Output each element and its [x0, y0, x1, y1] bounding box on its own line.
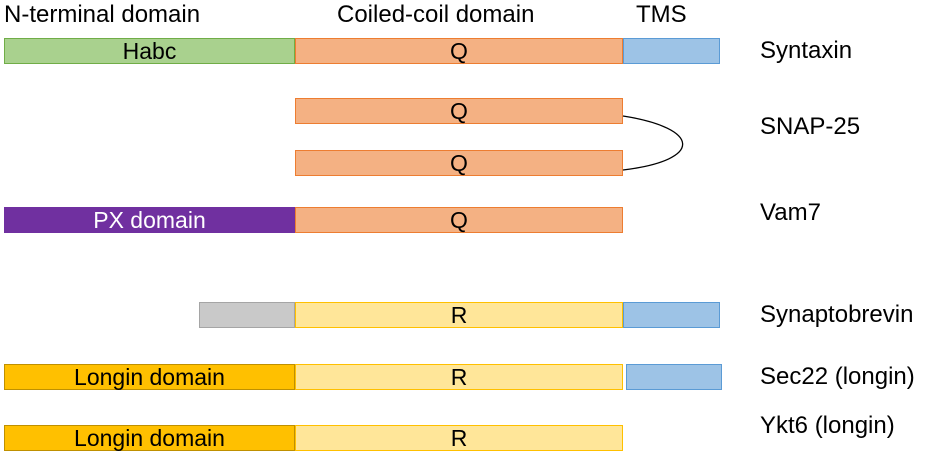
syntaxin-label: Syntaxin [760, 37, 853, 64]
syntaxin-coiled-coil: Q [295, 38, 623, 64]
sec22-label: Sec22 (longin) [760, 363, 915, 390]
sec22-longin-domain: Longin domain [4, 364, 295, 390]
vam7-coiled-coil: Q [295, 207, 623, 233]
vam7-label: Vam7 [760, 199, 821, 226]
snap25-coiled-coil-2: Q [295, 150, 623, 176]
ykt6-longin-domain: Longin domain [4, 425, 295, 451]
header-tms: TMS [636, 1, 687, 28]
header-coiled-coil-domain: Coiled-coil domain [337, 1, 535, 28]
sec22-tms [626, 364, 722, 390]
vam7-px-domain: PX domain [4, 207, 295, 233]
snap25-label: SNAP-25 [760, 113, 861, 140]
ykt6-coiled-coil: R [295, 425, 623, 451]
header-n-terminal-domain: N-terminal domain [4, 1, 201, 28]
synaptobrevin-label: Synaptobrevin [760, 301, 914, 328]
syntaxin-habc-domain: Habc [4, 38, 295, 64]
synaptobrevin-tms [623, 302, 720, 328]
sec22-coiled-coil: R [295, 364, 623, 390]
ykt6-label: Ykt6 (longin) [760, 412, 895, 439]
synaptobrevin-coiled-coil: R [295, 302, 623, 328]
syntaxin-tms [623, 38, 720, 64]
snap25-coiled-coil-1: Q [295, 98, 623, 124]
synaptobrevin-n-terminal [199, 302, 295, 328]
